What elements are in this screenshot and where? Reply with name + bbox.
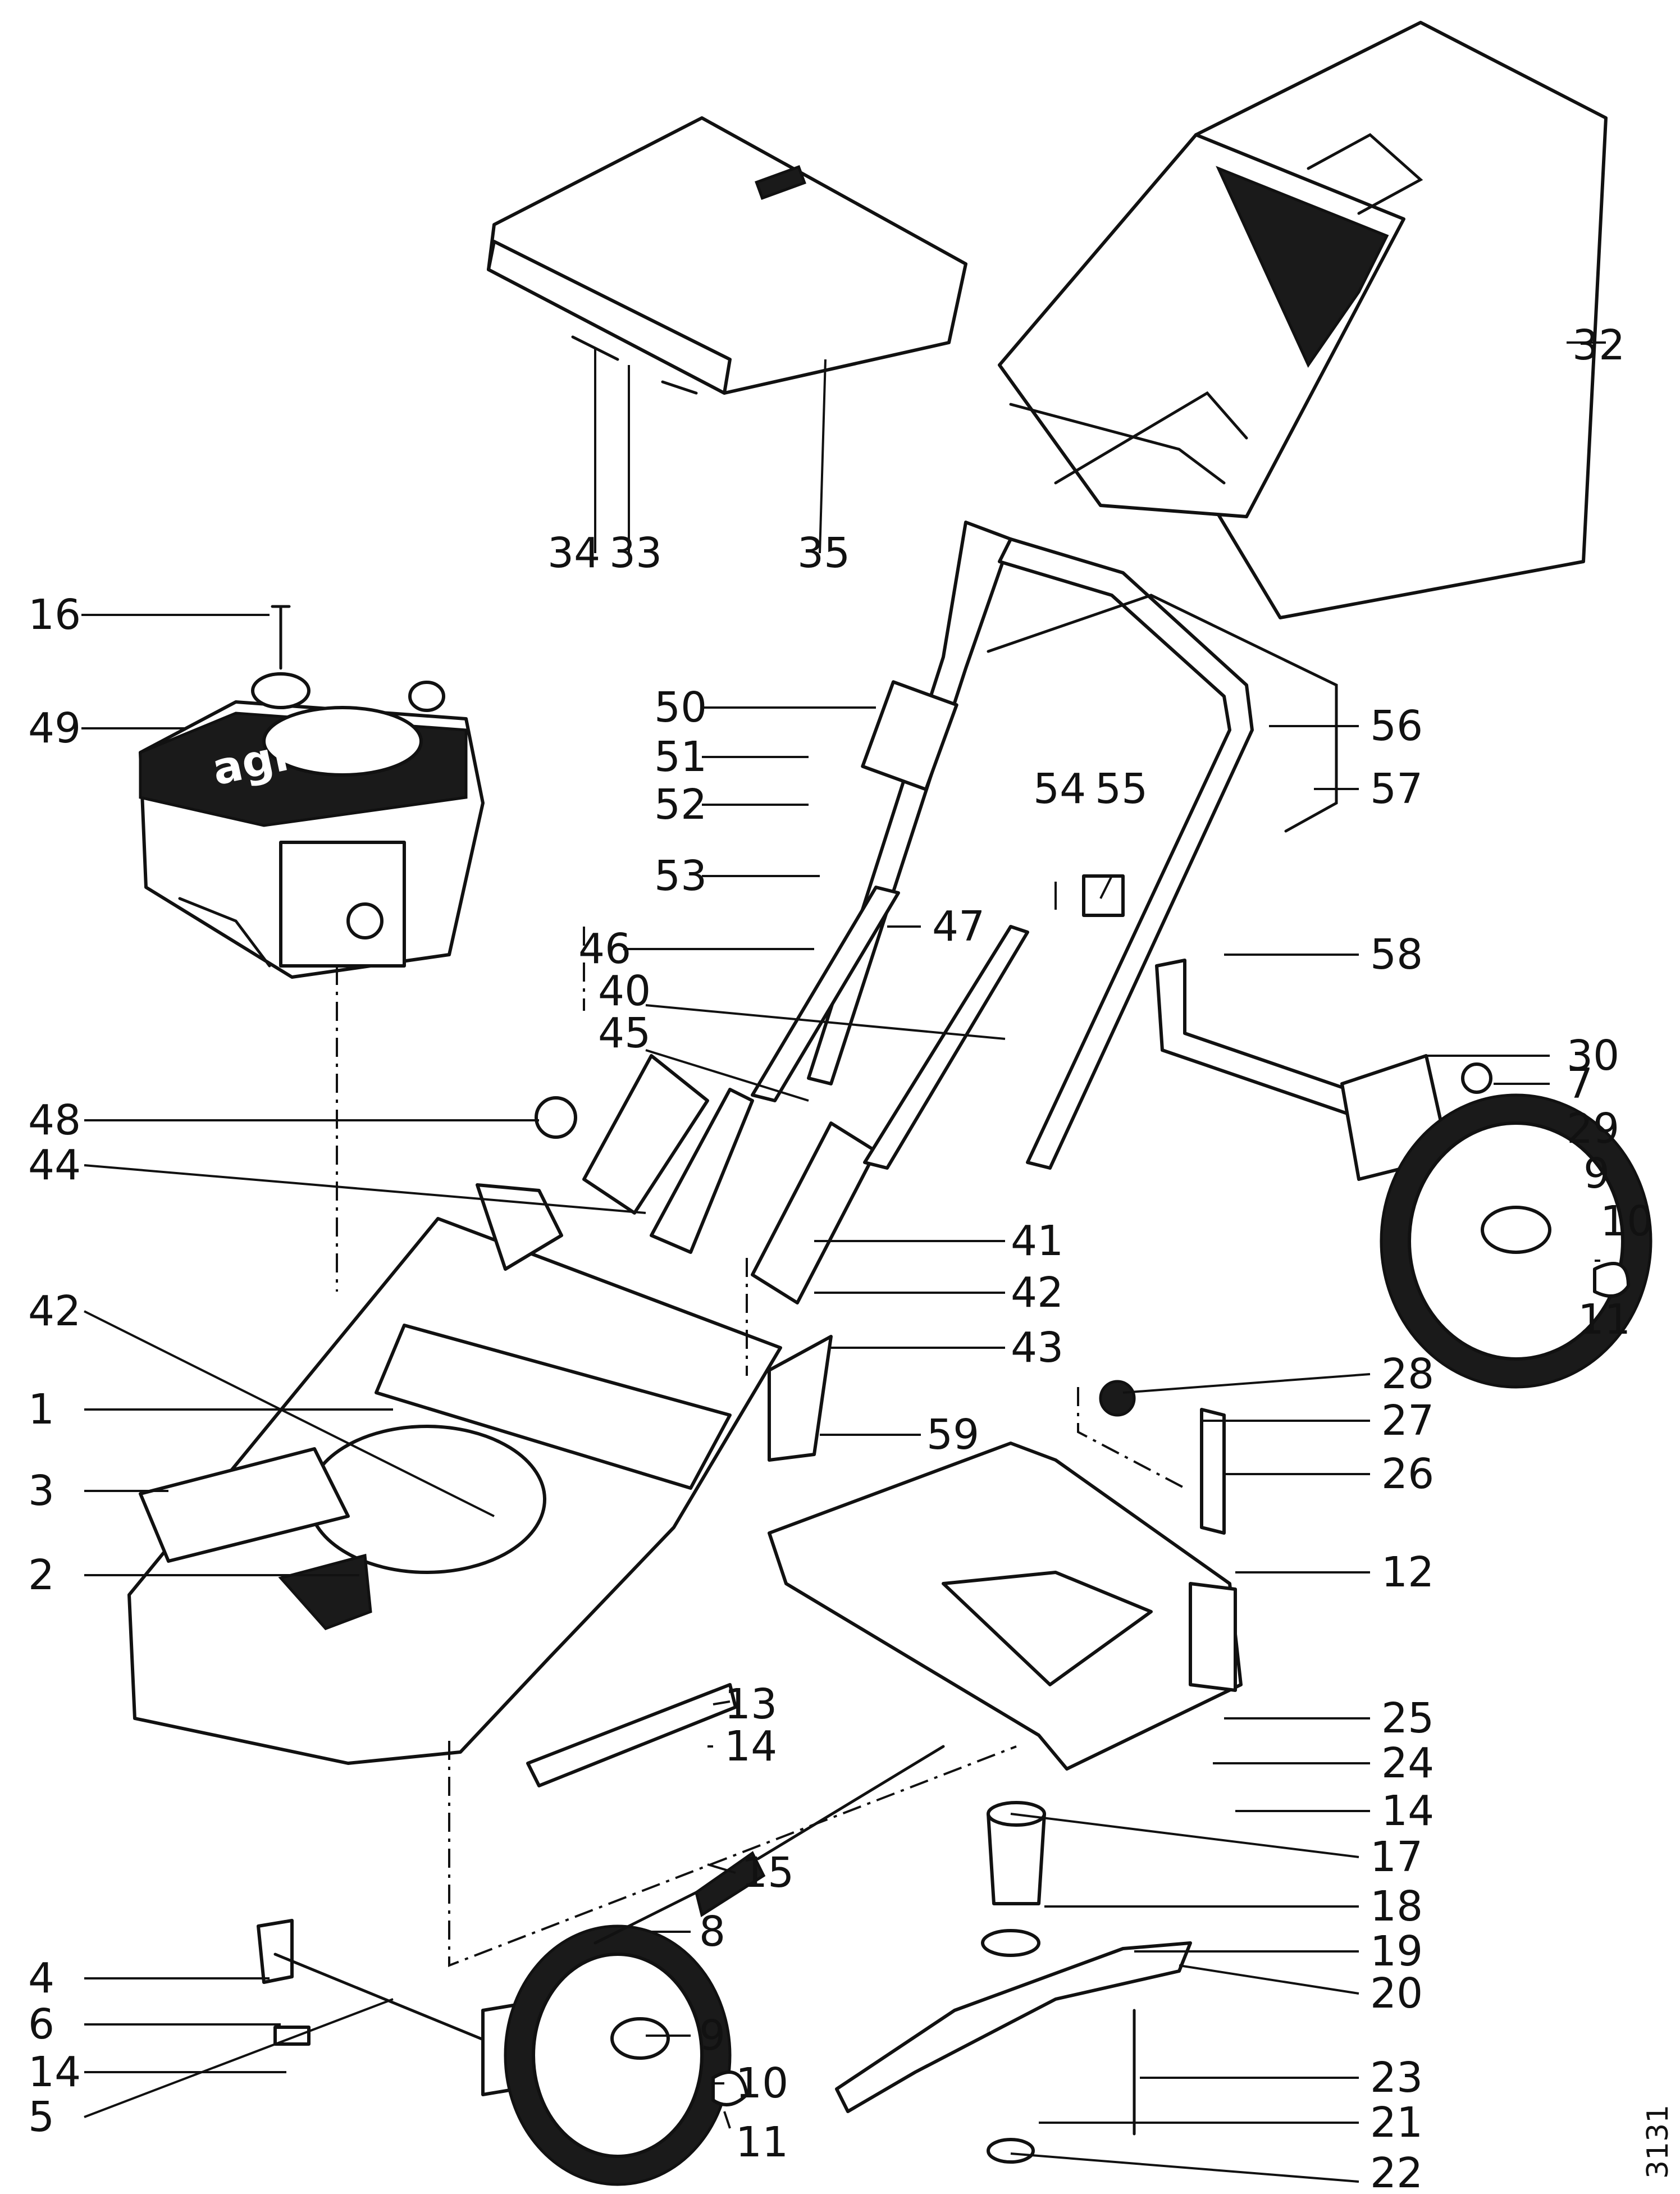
callout-30: 30 [1567, 1032, 1619, 1080]
callout-5: 5 [28, 2093, 54, 2141]
callout-20: 20 [1370, 1969, 1423, 2018]
callout-16: 16 [28, 591, 81, 639]
callout-33: 33 [609, 529, 662, 577]
callout-53: 53 [654, 852, 707, 900]
part-grass-box-lid [487, 116, 967, 395]
callout-12: 12 [1381, 1548, 1434, 1597]
callout-19: 19 [1370, 1927, 1423, 1976]
callout-2: 2 [28, 1551, 54, 1599]
callout-27: 27 [1381, 1397, 1434, 1445]
callout-28: 28 [1381, 1350, 1434, 1398]
callout-48: 48 [28, 1096, 81, 1144]
callout-7: 7 [1567, 1060, 1593, 1108]
callout-18: 18 [1370, 1882, 1423, 1931]
callout-47: 47 [932, 902, 985, 951]
callout-42-right: 42 [1011, 1269, 1063, 1317]
callout-10-rear: 10 [1600, 1197, 1653, 1246]
part-spring [1099, 1380, 1136, 1417]
callout-numbers: 32 34 33 35 16 49 50 51 52 53 56 57 54 5… [28, 321, 1675, 2194]
callout-4: 4 [28, 1954, 54, 2003]
callout-44: 44 [28, 1141, 81, 1189]
callout-41: 41 [1011, 1217, 1063, 1265]
callout-40: 40 [598, 967, 651, 1015]
drawing-code: 3131 [1641, 2105, 1675, 2179]
callout-46: 46 [578, 925, 631, 973]
callout-50: 50 [654, 683, 707, 732]
callout-23: 23 [1370, 2054, 1423, 2102]
callout-29: 29 [1567, 1105, 1619, 1153]
callout-22: 22 [1370, 2149, 1423, 2194]
callout-42-left: 42 [28, 1287, 81, 1335]
part-mower-deck [127, 1183, 782, 1765]
callout-14-right: 14 [1381, 1787, 1434, 1835]
callout-55: 55 [1095, 765, 1148, 813]
callout-34: 34 [547, 529, 600, 577]
callout-54: 54 [1033, 765, 1086, 813]
callout-21: 21 [1370, 2099, 1423, 2147]
callout-14-left: 14 [28, 2048, 81, 2096]
leader-lines [81, 341, 1606, 2183]
callout-9-front: 9 [699, 2011, 725, 2060]
callout-52: 52 [654, 781, 707, 829]
callout-6: 6 [28, 2000, 54, 2049]
callout-11-rear: 11 [1578, 1296, 1631, 1344]
part-skid-plate [526, 1683, 737, 1787]
callout-59: 59 [926, 1411, 979, 1459]
callout-15: 15 [741, 1849, 794, 1897]
callout-24: 24 [1381, 1739, 1434, 1787]
callout-58: 58 [1370, 930, 1423, 979]
assembly-lines [336, 927, 1185, 1967]
part-engine: agria [139, 672, 485, 979]
callout-8: 8 [699, 1908, 725, 1956]
part-front-wheel [504, 1924, 748, 2186]
part-handle [582, 521, 1338, 1304]
callout-51: 51 [654, 733, 707, 781]
part-rear-wheel [1380, 1062, 1652, 1389]
callout-11-front: 11 [736, 2118, 788, 2166]
part-bolt-16 [271, 605, 291, 670]
callout-45: 45 [598, 1009, 651, 1057]
callout-49: 49 [28, 704, 81, 752]
callout-9-rear: 9 [1583, 1150, 1610, 1198]
part-front-axle [257, 1919, 518, 2096]
callout-17: 17 [1370, 1833, 1423, 1881]
callout-3: 3 [28, 1467, 54, 1515]
part-cable-clip [1082, 874, 1125, 917]
part-rear-axle [1155, 959, 1450, 1181]
part-bracket [1200, 1408, 1226, 1535]
callout-43: 43 [1011, 1324, 1063, 1372]
callout-56: 56 [1370, 702, 1423, 750]
callout-35: 35 [797, 529, 850, 577]
callout-25: 25 [1381, 1694, 1434, 1743]
callout-57: 57 [1370, 765, 1423, 813]
callout-13: 13 [724, 1680, 777, 1728]
part-rear-guard [768, 1442, 1243, 1771]
callout-26: 26 [1381, 1450, 1434, 1498]
callout-1: 1 [28, 1385, 54, 1434]
part-spring-15 [594, 1745, 945, 1945]
part-grass-catcher [998, 21, 1608, 619]
part-blade-assembly [835, 1801, 1192, 2164]
callout-32: 32 [1572, 321, 1625, 370]
part-knob [535, 1096, 577, 1139]
callout-10-front: 10 [736, 2059, 788, 2108]
callout-14-center: 14 [724, 1722, 777, 1771]
part-height-adjuster [768, 1335, 833, 1462]
